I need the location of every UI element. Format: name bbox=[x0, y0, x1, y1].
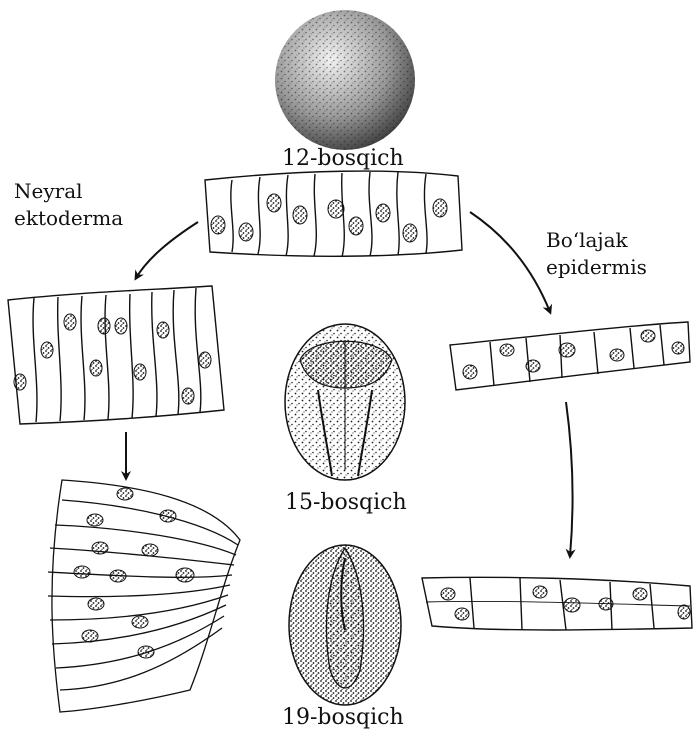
future-epidermis-epithelium bbox=[450, 322, 690, 390]
stage-12-embryo bbox=[275, 10, 415, 150]
neural-ectoderm-label-line2: ektoderma bbox=[14, 205, 123, 232]
neural-plate-fan bbox=[48, 480, 240, 712]
arrow-epidermis-down bbox=[566, 402, 573, 556]
stage-15-embryo bbox=[285, 324, 405, 480]
stage-12-label: 12-bosqich bbox=[282, 146, 404, 171]
arrow-to-neural-ectoderm bbox=[136, 222, 198, 278]
arrow-to-future-epidermis bbox=[470, 212, 550, 312]
stage-19-embryo bbox=[289, 545, 401, 705]
epidermis-later-epithelium bbox=[422, 577, 692, 630]
future-epidermis-label-line1: Bo‘lajak bbox=[546, 227, 628, 254]
stage-15-label: 15-bosqich bbox=[285, 490, 407, 515]
stage-19-label: 19-bosqich bbox=[282, 705, 404, 730]
ectoderm-epithelium bbox=[205, 171, 462, 257]
neural-ectoderm-epithelium bbox=[8, 286, 224, 424]
future-epidermis-label-line2: epidermis bbox=[546, 254, 647, 281]
neural-ectoderm-label-line1: Neyral bbox=[14, 178, 83, 205]
